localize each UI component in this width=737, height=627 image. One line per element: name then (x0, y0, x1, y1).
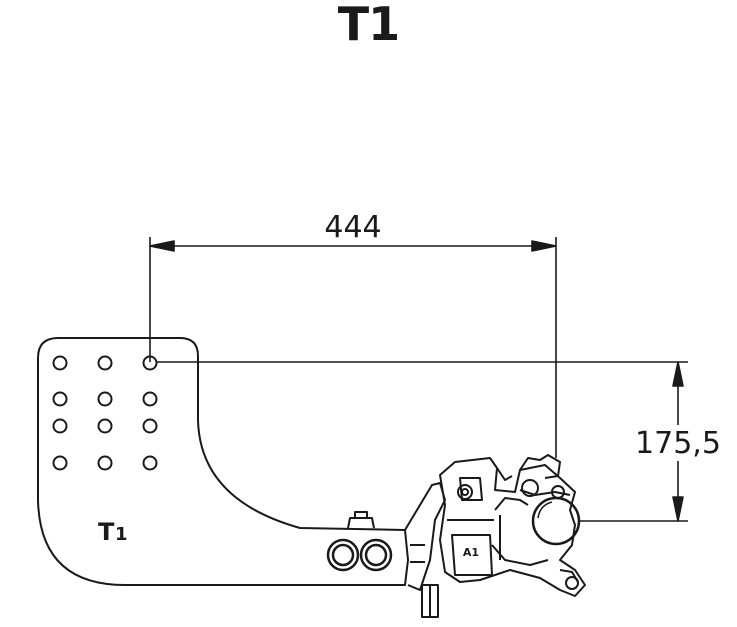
dimension-vertical-label: 175,5 (635, 426, 721, 461)
bolt-hole (52, 455, 68, 471)
hitch-coupling (439, 454, 586, 597)
bolt-hole-grid (52, 355, 158, 471)
bolt-hole (97, 418, 113, 434)
bolt-hole (97, 455, 113, 471)
bolt-hole (97, 391, 113, 407)
bolt-hole (52, 355, 68, 371)
coupling-label: A1 (463, 546, 479, 559)
coupling-bracket (347, 482, 446, 618)
dimension-horizontal (149, 237, 557, 458)
dimension-horizontal-label: 444 (324, 210, 381, 245)
bolt-hole (142, 391, 158, 407)
mounting-plate-outline (37, 337, 409, 586)
bolt-hole (97, 355, 113, 371)
tow-ball (531, 496, 581, 546)
arm-bolts (326, 538, 393, 572)
bolt-hole (52, 391, 68, 407)
bolt-hole (142, 455, 158, 471)
bolt-hole (142, 418, 158, 434)
plate-label-sub: 1 (115, 524, 128, 545)
plate-label-main: T (98, 518, 115, 546)
diagram-title: T1 (337, 0, 400, 51)
bolt-hole (52, 418, 68, 434)
